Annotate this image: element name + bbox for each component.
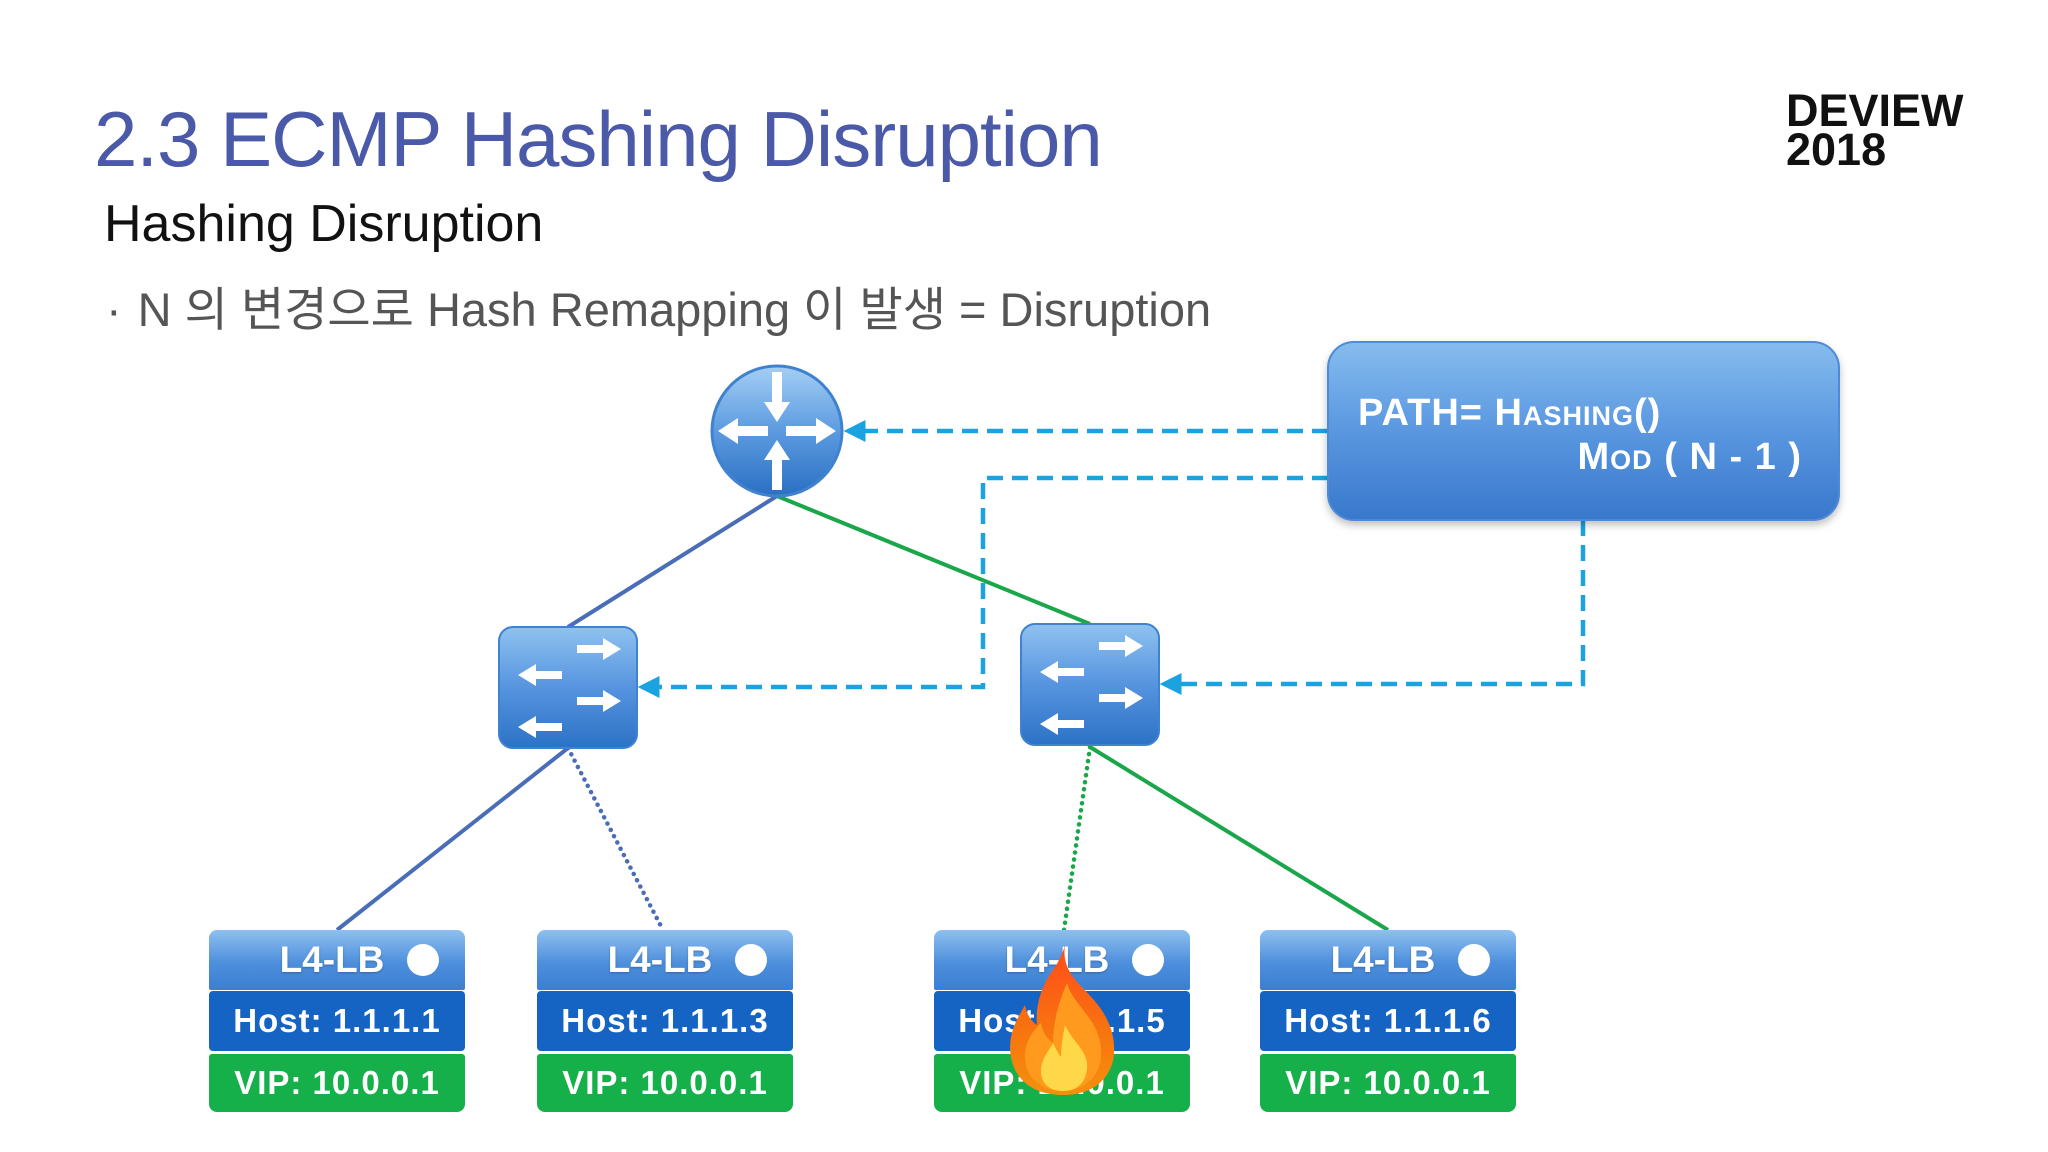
lb-header: L4-LB — [1260, 930, 1516, 990]
bullet-text: N 의 변경으로 Hash Remapping 이 발생 = Disruptio… — [137, 283, 1212, 336]
lb-label: L4-LB — [279, 939, 385, 980]
lb-vip: VIP: 10.0.0.1 — [537, 1054, 793, 1112]
link-switch-right-lb-3-dotted — [1061, 744, 1093, 933]
link-switch-left-lb-1 — [335, 746, 570, 932]
lb-header: L4-LB — [209, 930, 465, 990]
arrow-down-icon — [764, 372, 790, 422]
lb-label: L4-LB — [607, 939, 713, 980]
logo-line-1: DEVIEW — [1786, 85, 1964, 136]
link-router-switch-left — [566, 494, 779, 629]
arrow-left-icon — [718, 418, 768, 444]
lb-host: Host: 1.1.1.3 — [537, 991, 793, 1051]
lb-vip: VIP: 10.0.0.1 — [209, 1054, 465, 1112]
hashing-formula-line-2: Mod ( N - 1 ) — [1577, 436, 1802, 478]
lb-label: L4-LB — [1330, 939, 1436, 980]
hashing-formula-box — [1327, 341, 1840, 521]
load-balancer-1: L4-LB Host: 1.1.1.1 VIP: 10.0.0.1 — [209, 930, 465, 1112]
lb-host: Host: 1.1.1.6 — [1260, 991, 1516, 1051]
load-balancer-2: L4-LB Host: 1.1.1.3 VIP: 10.0.0.1 — [537, 930, 793, 1112]
slide-subtitle: Hashing Disruption — [104, 195, 544, 253]
link-switch-right-lb-4 — [1088, 745, 1390, 932]
fire-icon — [1010, 945, 1115, 1095]
arrow-left-icon — [518, 716, 562, 738]
deview-logo: DEVIEW 2018 — [1786, 85, 1964, 175]
dashed-arrow-to-switch-right — [1159, 520, 1586, 695]
arrow-right-icon — [1099, 635, 1143, 657]
arrow-left-icon — [518, 664, 562, 686]
lb-vip: VIP: 10.0.0.1 — [1260, 1054, 1516, 1112]
lb-header: L4-LB — [537, 930, 793, 990]
status-dot-icon — [735, 944, 767, 976]
arrow-right-icon — [577, 638, 621, 660]
bullet-marker: · — [106, 283, 122, 336]
status-dot-icon — [1458, 944, 1490, 976]
hashing-formula: PATH= Hashing() Mod ( N - 1 ) — [1328, 342, 1839, 520]
load-balancer-4: L4-LB Host: 1.1.1.6 VIP: 10.0.0.1 — [1260, 930, 1516, 1112]
switch-icon — [1020, 623, 1160, 746]
bullet-point: · N 의 변경으로 Hash Remapping 이 발생 = Disrupti… — [106, 286, 1211, 333]
arrow-up-icon — [764, 440, 790, 490]
logo-line-2: 2018 — [1786, 124, 1887, 175]
arrow-right-icon — [577, 690, 621, 712]
router-icon — [710, 364, 844, 498]
lb-host: Host: 1.1.1.1 — [209, 991, 465, 1051]
slide-title: 2.3 ECMP Hashing Disruption — [94, 95, 1103, 183]
hashing-formula-line-1: PATH= Hashing() — [1358, 392, 1662, 434]
arrow-right-icon — [1099, 687, 1143, 709]
status-dot-icon — [1132, 944, 1164, 976]
link-router-switch-right — [776, 494, 1091, 626]
switch-icon — [498, 626, 638, 749]
status-dot-icon — [407, 944, 439, 976]
arrow-left-icon — [1040, 713, 1084, 735]
arrow-right-icon — [786, 418, 836, 444]
arrow-left-icon — [1040, 661, 1084, 683]
link-switch-left-lb-2-dotted — [565, 745, 666, 933]
